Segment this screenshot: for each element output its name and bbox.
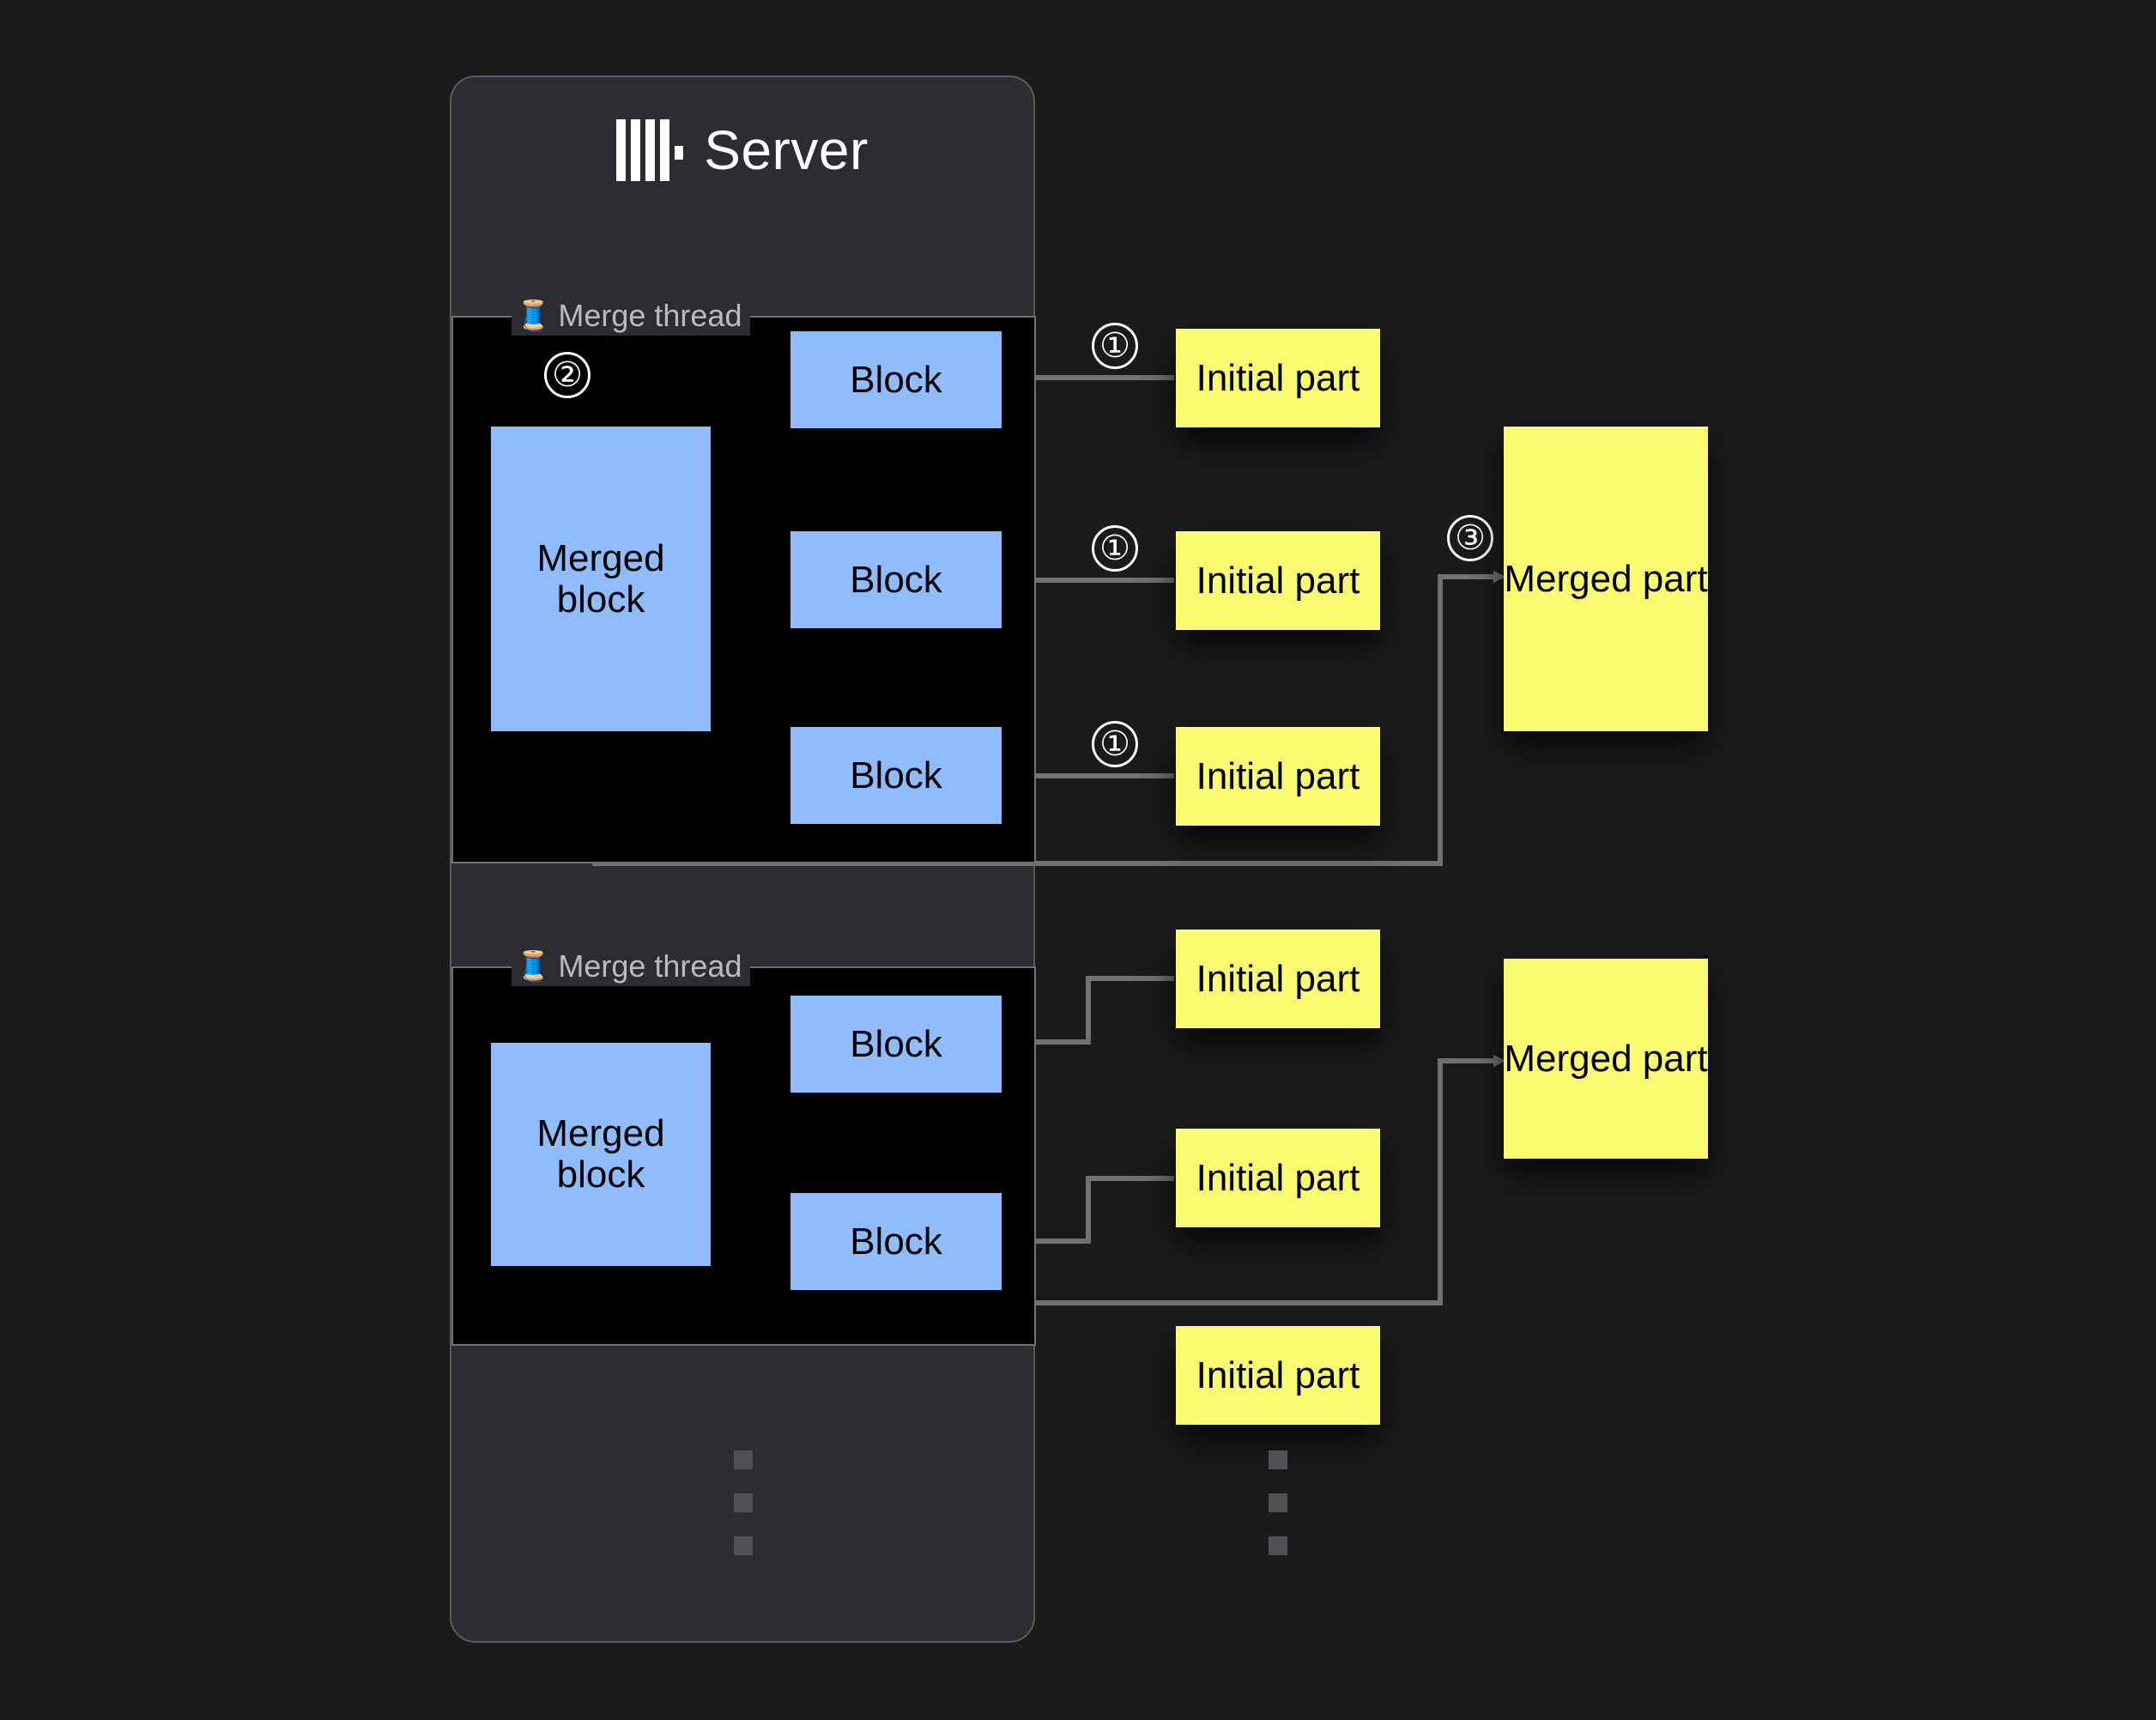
initial-part-6[interactable]: Initial part: [1176, 1326, 1380, 1425]
initial-part-1[interactable]: Initial part: [1176, 329, 1380, 427]
step-1-badge-a: ①: [1092, 323, 1138, 369]
step-3-badge: ③: [1447, 515, 1493, 561]
ellipsis-dot: [734, 1536, 753, 1555]
merge-thread-label-text: Merge thread: [558, 298, 742, 333]
ellipsis-dot: [1269, 1450, 1287, 1469]
server-ellipsis: [734, 1450, 753, 1555]
block-2-2[interactable]: Block: [790, 1193, 1002, 1290]
ellipsis-dot: [1269, 1536, 1287, 1555]
step-1-badge-c: ①: [1092, 721, 1138, 767]
ellipsis-dot: [734, 1493, 753, 1512]
merged-part-1[interactable]: Merged part: [1504, 427, 1708, 731]
server-title: Server: [450, 112, 1035, 189]
initial-part-2[interactable]: Initial part: [1176, 531, 1380, 630]
block-1-1[interactable]: Block: [790, 331, 1002, 428]
initial-part-4[interactable]: Initial part: [1176, 930, 1380, 1028]
merged-block-2[interactable]: Merged block: [491, 1043, 711, 1266]
merge-thread-label-text: Merge thread: [558, 948, 742, 984]
parts-ellipsis: [1269, 1450, 1287, 1555]
ellipsis-dot: [734, 1450, 753, 1469]
merged-part-2[interactable]: Merged part: [1504, 959, 1708, 1159]
thread-spool-icon: 🧵: [515, 300, 552, 332]
merged-block-1[interactable]: Merged block: [491, 427, 711, 731]
merge-thread-label-2: 🧵 Merge thread: [512, 947, 751, 986]
server-title-text: Server: [704, 119, 869, 181]
clickhouse-logo-icon: [616, 119, 684, 181]
initial-part-5[interactable]: Initial part: [1176, 1129, 1380, 1227]
merge-thread-label-1: 🧵 Merge thread: [512, 296, 751, 336]
block-1-3[interactable]: Block: [790, 727, 1002, 824]
initial-part-3[interactable]: Initial part: [1176, 727, 1380, 826]
ellipsis-dot: [1269, 1493, 1287, 1512]
block-2-1[interactable]: Block: [790, 996, 1002, 1093]
thread-spool-icon: 🧵: [515, 950, 552, 983]
block-1-2[interactable]: Block: [790, 531, 1002, 628]
step-1-badge-b: ①: [1092, 525, 1138, 572]
step-2-badge: ②: [544, 352, 590, 398]
